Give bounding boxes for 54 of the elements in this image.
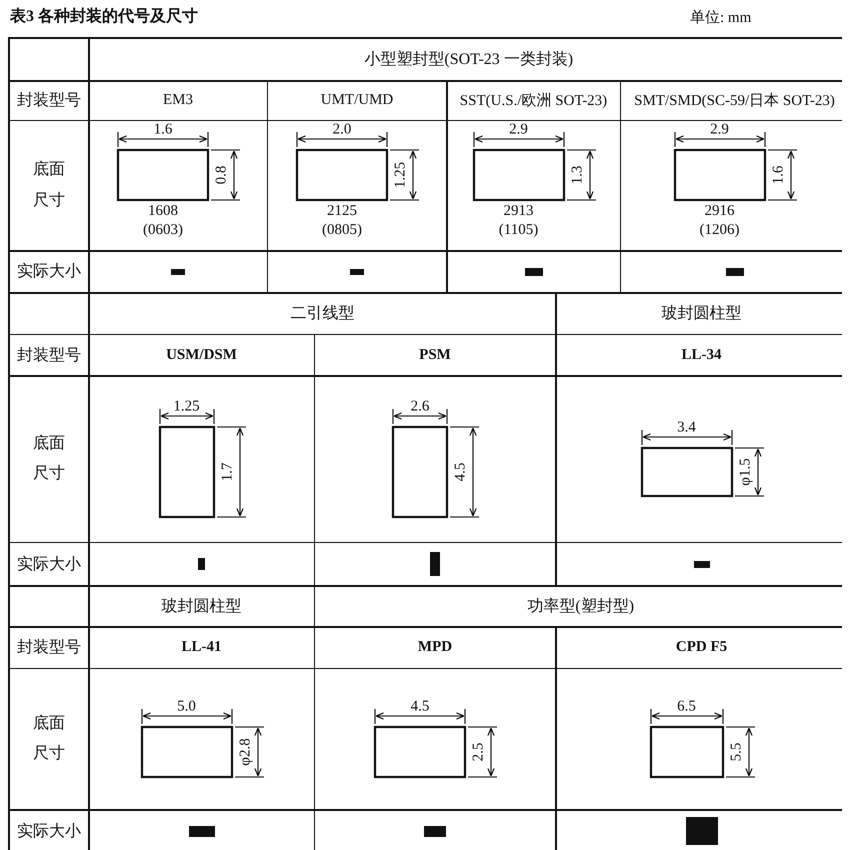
package-code: EM3 (163, 92, 193, 109)
size-code: 2125 (327, 202, 357, 220)
row-header: 封装型号 (17, 638, 81, 658)
size-code: (1206) (700, 221, 740, 240)
row-header: 封装型号 (17, 346, 81, 366)
size-code: (1105) (498, 221, 538, 240)
dimension-value: 1.6 (771, 165, 786, 184)
package-code: LL-34 (681, 346, 722, 364)
package-code: CPD F5 (676, 639, 728, 656)
dimension-value: 2.5 (472, 742, 486, 762)
row-header: 底面尺寸 (32, 714, 66, 764)
package-code: SMT/SMD(SC-59/日本 SOT-23) (634, 92, 835, 110)
size-code: (0603) (143, 221, 183, 240)
package-code: USM/DSM (166, 346, 237, 364)
dimension-value: 5.5 (729, 742, 744, 762)
row-header: 实际大小 (17, 262, 81, 282)
row-header: 封装型号 (17, 90, 81, 111)
dimension-value: 4.5 (410, 700, 430, 714)
dimension-value: 2.0 (332, 122, 352, 137)
dimension-value: φ2.8 (238, 738, 253, 766)
dimension-value: 2.9 (710, 122, 729, 137)
dimension-value: φ1.5 (738, 458, 753, 486)
package-category: 功率型(塑封型) (527, 596, 634, 617)
size-code: (0805) (322, 221, 362, 240)
row-header: 实际大小 (17, 822, 81, 842)
dimension-value: 1.3 (570, 165, 585, 184)
dimension-value: 3.4 (677, 420, 696, 436)
package-category: 玻封圆柱型 (162, 596, 242, 617)
package-category: 二引线型 (290, 304, 354, 324)
size-code: 2913 (504, 202, 534, 220)
dimension-value: 4.5 (454, 462, 468, 482)
package-category: 小型塑封型(SOT-23 一类封装) (364, 49, 574, 70)
dimension-value: 1.25 (394, 161, 408, 188)
dimension-value: 6.5 (677, 700, 696, 714)
dimension-value: 1.7 (220, 462, 235, 482)
row-header: 底面尺寸 (32, 160, 66, 210)
package-category: 玻封圆柱型 (662, 304, 742, 324)
package-code: MPD (418, 639, 452, 656)
package-code: LL-41 (181, 639, 222, 656)
dimension-value: 0.8 (214, 165, 230, 184)
size-code: 1608 (148, 202, 178, 220)
row-header: 实际大小 (17, 554, 81, 574)
unit-note: 单位: mm (690, 8, 752, 27)
size-code: 2916 (704, 202, 734, 220)
dimension-value: 2.6 (410, 400, 430, 414)
package-code: UMT/UMD (320, 92, 394, 109)
dimension-value: 1.6 (154, 122, 172, 137)
dimension-value: 1.25 (173, 400, 200, 414)
table-title: 表3 各种封装的代号及尺寸 (10, 6, 198, 27)
package-code: PSM (419, 346, 451, 364)
dimension-value: 5.0 (177, 700, 196, 714)
row-header: 底面尺寸 (32, 434, 66, 484)
package-code: SST(U.S./欧洲 SOT-23) (460, 92, 608, 110)
dimension-value: 2.9 (509, 122, 528, 137)
